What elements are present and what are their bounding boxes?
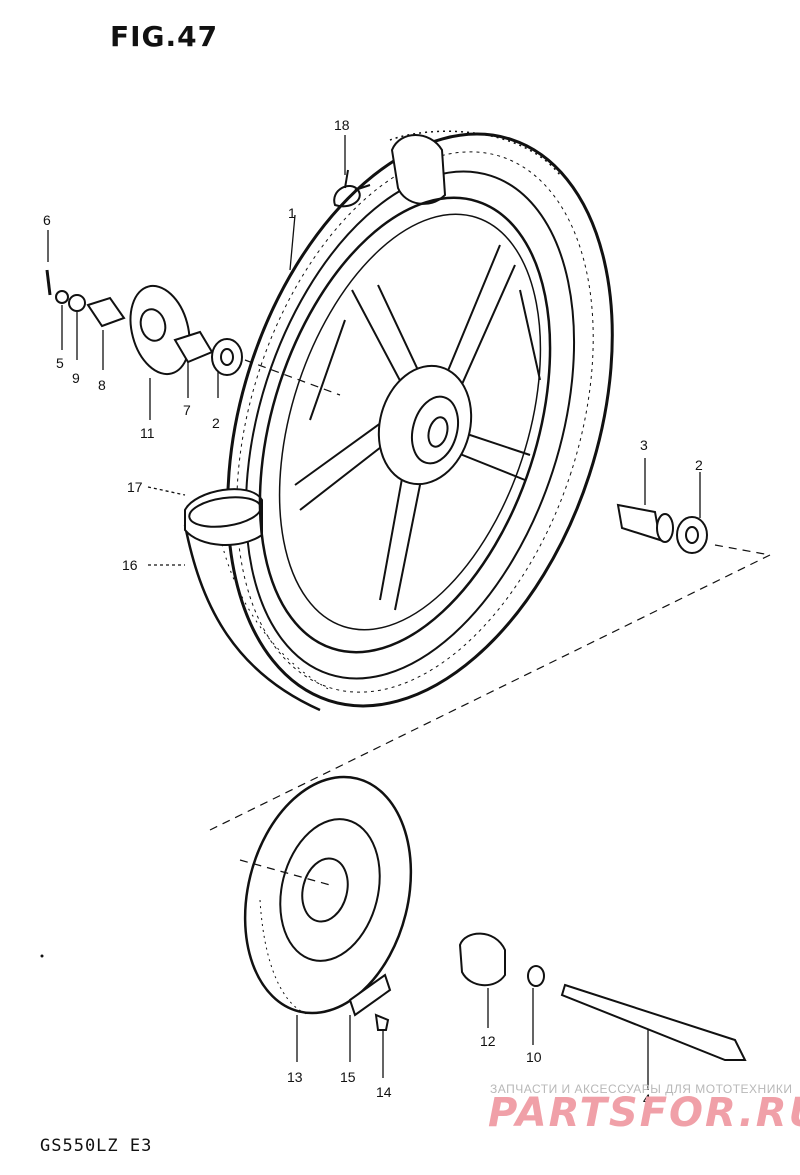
assembly-guide-lines: [209, 359, 771, 886]
part-label-12: 12: [480, 1033, 496, 1049]
part-label-8: 8: [98, 377, 106, 393]
part-labels: 18 1 6 5 9 8 11 7 2 17 16 3 2 13 15 14 1…: [43, 117, 703, 1107]
part-label-1: 1: [288, 205, 296, 221]
part-label-10: 10: [526, 1049, 542, 1065]
right-axle-parts: [616, 503, 708, 554]
stray-dot: [40, 954, 44, 958]
part-label-13: 13: [287, 1069, 303, 1085]
part-label-16: 16: [122, 557, 138, 573]
part-label-18: 18: [334, 117, 350, 133]
part-label-17: 17: [127, 479, 143, 495]
model-code: GS550LZ E3: [40, 1136, 153, 1156]
axle-and-small-parts: [348, 932, 747, 1061]
part-label-2-right: 2: [695, 457, 703, 473]
left-axle-parts: [45, 269, 243, 376]
part-label-5: 5: [56, 355, 64, 371]
part-label-6: 6: [43, 212, 51, 228]
watermark-logo: PARTSFOR.RU: [488, 1090, 800, 1136]
part-label-3: 3: [640, 437, 648, 453]
part-label-7: 7: [183, 402, 191, 418]
part-label-9: 9: [72, 370, 80, 386]
valve-cap: [333, 169, 371, 208]
part-label-2-left: 2: [212, 415, 220, 431]
watermark-tagline: ЗАПЧАСТИ И АКСЕССУАРЫ ДЛЯ МОТОТЕХНИКИ: [490, 1082, 793, 1096]
leader-lines: [47, 135, 701, 1090]
part-label-15: 15: [340, 1069, 356, 1085]
figure-title: FIG.47: [110, 20, 219, 53]
brake-disc: [243, 775, 413, 1016]
rim: [258, 196, 552, 654]
part-label-4: 4: [643, 1091, 651, 1107]
tire-section-cutaway: [184, 134, 447, 546]
part-label-14: 14: [376, 1084, 392, 1100]
hub: [377, 364, 473, 486]
tire: [183, 130, 614, 712]
part-label-11: 11: [140, 425, 155, 441]
